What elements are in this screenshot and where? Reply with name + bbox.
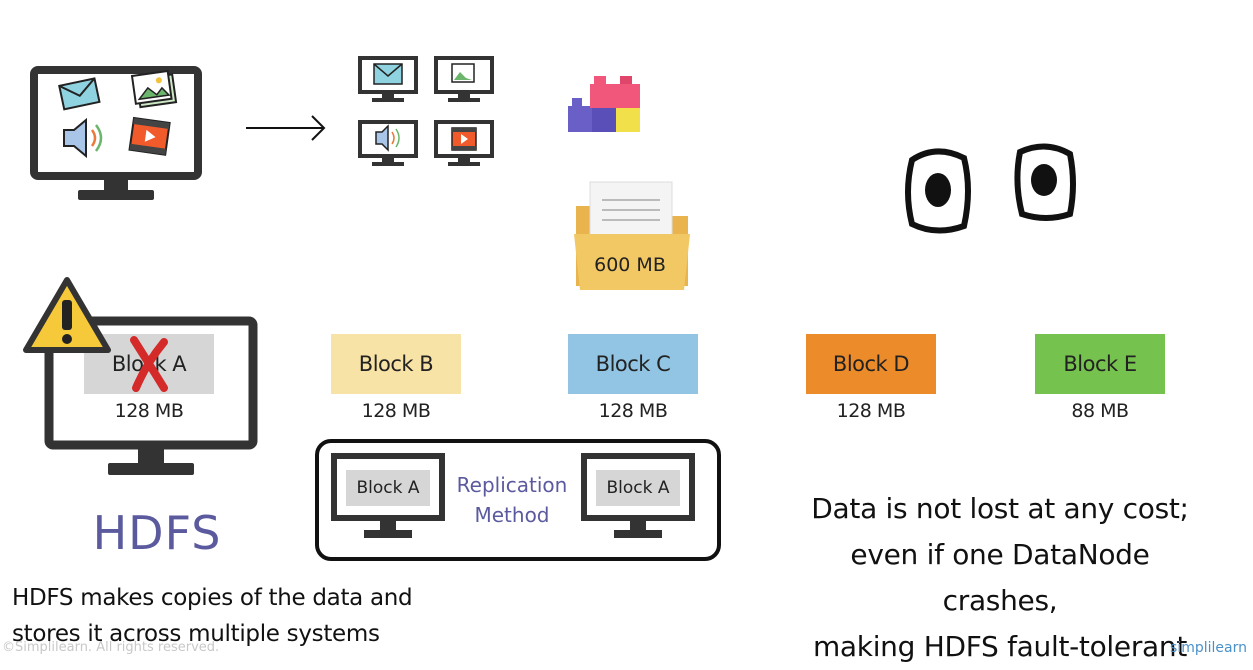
source-computer — [30, 66, 202, 200]
block-b: Block B — [331, 334, 461, 394]
file-folder: 600 MB — [572, 178, 692, 294]
hdfs-title: HDFS — [92, 506, 222, 560]
copyright-notice: ©Simplilearn. All rights reserved. — [2, 640, 220, 655]
replica-block-left: Block A — [346, 470, 430, 506]
split-monitor-audio — [358, 120, 418, 166]
block-d-label: Block D — [832, 352, 910, 376]
block-b-size: 128 MB — [361, 400, 431, 422]
split-monitor-image — [434, 56, 494, 102]
block-d-size: 128 MB — [836, 400, 906, 422]
audio-icon — [375, 124, 400, 152]
caption-right-line3: making HDFS fault-tolerant — [812, 630, 1188, 663]
caption-left: HDFS makes copies of the data and stores… — [12, 580, 413, 652]
email-icon — [373, 63, 403, 85]
caption-right-line1: Data is not lost at any cost; — [811, 492, 1189, 525]
replica-block-right: Block A — [596, 470, 680, 506]
cross-icon — [130, 336, 168, 392]
eyes-icon — [905, 143, 1076, 234]
caption-left-line2: stores it across multiple systems — [12, 621, 380, 647]
lego-blocks-icon — [568, 76, 640, 132]
image-icon — [130, 69, 178, 109]
caption-left-line1: HDFS makes copies of the data and — [12, 585, 413, 611]
split-monitor-email — [358, 56, 418, 102]
block-c: Block C — [568, 334, 698, 394]
caption-right-line2: even if one DataNode crashes, — [850, 538, 1150, 617]
split-arrow — [246, 115, 326, 141]
replication-method-line2: Method — [474, 503, 550, 527]
caption-right: Data is not lost at any cost; even if on… — [790, 486, 1210, 670]
replication-method-line1: Replication — [456, 473, 568, 497]
audio-icon — [63, 117, 103, 159]
split-computers — [358, 56, 494, 166]
block-e-label: Block E — [1063, 352, 1137, 376]
block-e: Block E — [1035, 334, 1165, 394]
block-c-size: 128 MB — [598, 400, 668, 422]
folder-size-label: 600 MB — [594, 254, 666, 276]
split-monitor-video — [434, 120, 494, 166]
video-icon — [128, 116, 171, 156]
block-b-label: Block B — [358, 352, 434, 376]
replication-method-label: Replication Method — [452, 470, 572, 530]
replica-block-left-label: Block A — [356, 478, 420, 498]
video-icon — [451, 127, 477, 151]
block-e-size: 88 MB — [1071, 400, 1129, 422]
warning-icon — [23, 277, 111, 353]
folder-icon — [574, 181, 690, 290]
image-icon — [451, 63, 475, 83]
replica-block-right-label: Block A — [606, 478, 670, 498]
block-a-size: 128 MB — [114, 400, 184, 422]
email-icon — [58, 77, 101, 111]
block-c-label: Block C — [595, 352, 671, 376]
brand-logo: simplilearn — [1170, 640, 1247, 656]
block-d: Block D — [806, 334, 936, 394]
